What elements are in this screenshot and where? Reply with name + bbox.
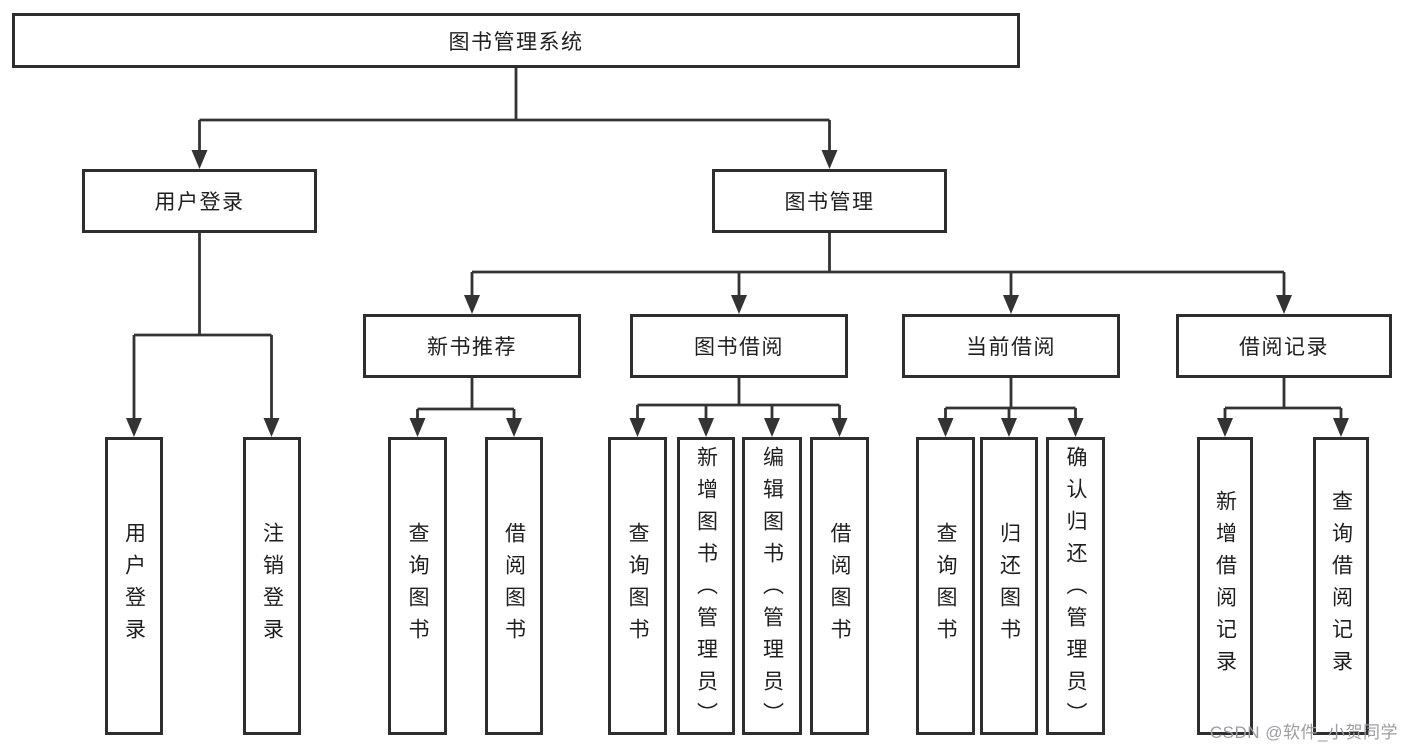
node-root: 图书管理系统 [12,13,1020,68]
node-current-borrow: 当前借阅 [902,314,1120,378]
leaf-borrow-book: 借阅图书 [810,437,869,735]
leaf-user-login: 用户登录 [105,437,163,735]
leaf-query-book-recommend: 查询图书 [388,437,447,735]
connector-root-to-level2 [191,68,838,169]
leaf-query-book-current: 查询图书 [916,437,975,735]
csdn-watermark: CSDN @软件_小贺同学 [1209,723,1398,742]
connector-new-book-recommend-to-leaves [409,378,522,437]
leaf-confirm-return-admin: 确认归还（管理员） [1046,437,1105,735]
node-new-book-recommend: 新书推荐 [363,314,581,378]
leaf-edit-book-admin: 编辑图书（管理员） [742,437,802,735]
connector-user-login-to-leaves [126,233,280,437]
connector-book-management-to-level3 [464,233,1292,314]
leaf-query-borrow-record: 查询借阅记录 [1313,437,1369,735]
leaf-add-book-admin: 新增图书（管理员） [677,437,735,735]
leaf-return-book: 归还图书 [980,437,1038,735]
connector-current-borrow-to-leaves [937,378,1084,437]
node-borrow-records: 借阅记录 [1176,314,1392,378]
connector-book-borrow-to-leaves [629,378,848,437]
leaf-borrow-book-recommend: 借阅图书 [485,437,543,735]
node-book-management: 图书管理 [712,169,947,233]
node-user-login: 用户登录 [82,169,317,233]
node-book-borrow: 图书借阅 [630,314,848,378]
leaf-query-book-borrow: 查询图书 [608,437,667,735]
connector-borrow-records-to-leaves [1217,378,1349,437]
leaf-logout-login: 注销登录 [243,437,301,735]
leaf-add-borrow-record: 新增借阅记录 [1197,437,1253,735]
